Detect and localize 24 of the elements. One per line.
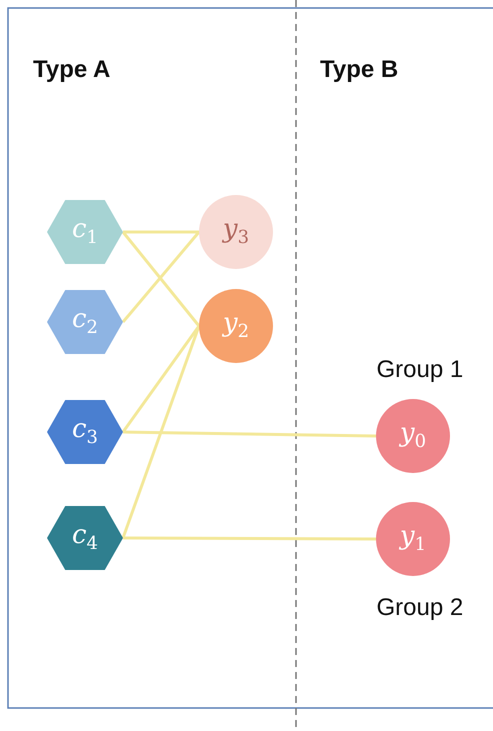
node-label: c$_{1}$ (72, 216, 98, 248)
section-heading: Type B (320, 56, 398, 84)
node-label: y$_{0}$ (400, 420, 426, 452)
connector-line (122, 430, 376, 438)
group-caption: Group 2 (376, 594, 464, 622)
connector-line (123, 536, 376, 540)
node-label: y$_{1}$ (400, 523, 426, 555)
section-heading: Type A (33, 56, 110, 84)
circle-node (376, 399, 450, 473)
hexagon-node (47, 400, 123, 464)
node-label: c$_{4}$ (72, 522, 98, 554)
node-label: c$_{2}$ (72, 306, 98, 338)
hexagon-node (47, 200, 123, 264)
node-label: c$_{3}$ (72, 416, 98, 448)
connector-line (123, 230, 199, 234)
hexagon-node (47, 506, 123, 570)
circle-node (199, 195, 273, 269)
circle-node (199, 289, 273, 363)
node-label: y$_{3}$ (222, 216, 250, 248)
group-caption: Group 1 (376, 356, 464, 384)
node-label: y$_{2}$ (222, 310, 250, 342)
circle-node (376, 502, 450, 576)
hexagon-node (47, 290, 123, 354)
connector-line (122, 325, 200, 433)
